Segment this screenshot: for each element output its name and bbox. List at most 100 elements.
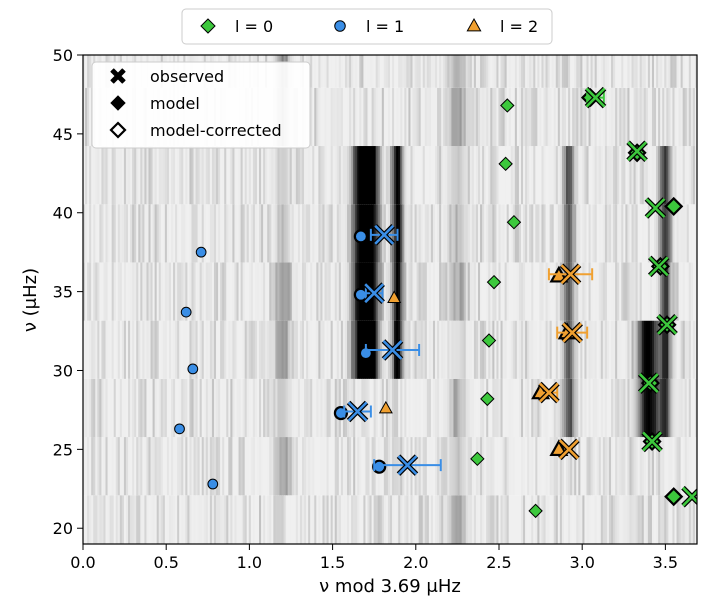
spectrum-bin — [193, 437, 196, 496]
spectrum-bin — [619, 55, 622, 88]
spectrum-bin — [420, 146, 424, 205]
spectrum-bin — [361, 55, 364, 88]
spectrum-bin — [408, 378, 411, 438]
spectrum-bin — [392, 55, 395, 88]
spectrum-bin — [656, 146, 659, 205]
spectrum-bin — [154, 262, 158, 321]
spectrum-bin — [406, 146, 409, 205]
spectrum-bin — [330, 320, 334, 379]
spectrum-bin — [144, 262, 147, 321]
spectrum-bin — [320, 378, 323, 438]
spectrum-bin — [91, 378, 94, 438]
spectrum-bin — [604, 378, 608, 438]
spectrum-bin — [687, 0, 689, 30]
spectrum-bin — [396, 262, 399, 321]
spectrum-bin — [363, 55, 366, 88]
spectrum-bin — [365, 146, 368, 205]
spectrum-bin — [606, 87, 610, 147]
spectrum-bin — [580, 55, 583, 88]
spectrum-bin — [651, 55, 655, 88]
spectrum-bin — [508, 320, 512, 379]
spectrum-bin — [488, 320, 491, 379]
spectrum-bin — [320, 495, 323, 544]
spectrum-bin — [230, 320, 233, 379]
spectrum-bin — [461, 146, 465, 205]
spectrum-bin — [518, 320, 522, 379]
spectrum-bin — [226, 437, 229, 496]
spectrum-bin — [568, 204, 571, 263]
spectrum-bin — [138, 146, 141, 205]
spectrum-bin — [336, 87, 340, 147]
spectrum-bin — [87, 204, 90, 263]
spectrum-bin — [516, 204, 520, 263]
spectrum-bin — [684, 87, 688, 147]
spectrum-bin — [437, 204, 440, 263]
spectrum-bin — [418, 55, 422, 88]
spectrum-bin — [560, 0, 562, 30]
spectrum-bin — [688, 495, 692, 544]
spectrum-bin — [486, 378, 489, 438]
spectrum-bin — [308, 495, 311, 544]
spectrum-bin — [512, 55, 516, 88]
spectrum-bin — [684, 262, 688, 321]
spectrum-bin — [606, 55, 610, 88]
spectrum-bin — [629, 262, 632, 321]
spectrum-bin — [490, 87, 493, 147]
spectrum-bin — [293, 378, 297, 438]
spectrum-bin — [453, 55, 456, 88]
spectrum-bin — [160, 437, 164, 496]
spectrum-bin — [166, 146, 170, 205]
spectrum-bin — [475, 55, 479, 88]
model-point — [528, 503, 543, 519]
spectrum-bin — [596, 87, 600, 147]
spectrum-bin — [670, 0, 672, 30]
spectrum-bin — [432, 320, 436, 379]
spectrum-bin — [449, 55, 452, 88]
spectrum-bin — [500, 262, 503, 321]
spectrum-bin — [553, 495, 557, 544]
spectrum-bin — [371, 146, 375, 205]
spectrum-bin — [529, 204, 532, 263]
spectrum-bin — [236, 204, 239, 263]
spectrum-bin — [256, 378, 260, 438]
spectrum-bin — [643, 204, 647, 263]
spectrum-bin — [621, 437, 624, 496]
spectrum-bin — [510, 262, 514, 321]
spectrum-bin — [494, 204, 497, 263]
spectrum-bin — [142, 0, 144, 30]
spectrum-bin — [631, 378, 634, 438]
spectrum-bin — [662, 378, 665, 438]
spectrum-bin — [340, 320, 344, 379]
spectrum-bin — [87, 495, 90, 544]
spectrum-bin — [209, 437, 213, 496]
spectrum-bin — [244, 437, 248, 496]
spectrum-bin — [246, 204, 250, 263]
spectrum-bin — [334, 87, 338, 147]
spectrum-bin — [600, 378, 604, 438]
spectrum-bin — [639, 495, 643, 544]
spectrum-bin — [398, 262, 401, 321]
spectrum-bin — [187, 262, 190, 321]
spectrum-bin — [594, 320, 598, 379]
spectrum-bin — [500, 55, 503, 88]
spectrum-bin — [480, 262, 483, 321]
spectrum-bin — [582, 0, 584, 30]
spectrum-bin — [256, 204, 260, 263]
spectrum-bin — [651, 146, 655, 205]
spectrum-bin — [600, 55, 604, 88]
spectrum-bin — [465, 378, 469, 438]
spectrum-bin — [645, 204, 649, 263]
spectrum-bin — [582, 378, 585, 438]
spectrum-bin — [441, 262, 444, 321]
x-tick-label: 1.0 — [237, 553, 262, 572]
spectrum-bin — [152, 204, 156, 263]
spectrum-bin — [89, 55, 92, 88]
spectrum-bin — [631, 320, 634, 379]
spectrum-bin — [523, 146, 526, 205]
spectrum-bin — [551, 262, 555, 321]
spectrum-bin — [146, 262, 149, 321]
spectrum-bin — [287, 146, 291, 205]
spectrum-bin — [678, 204, 682, 263]
spectrum-bin — [99, 146, 102, 205]
spectrum-bin — [103, 204, 106, 263]
